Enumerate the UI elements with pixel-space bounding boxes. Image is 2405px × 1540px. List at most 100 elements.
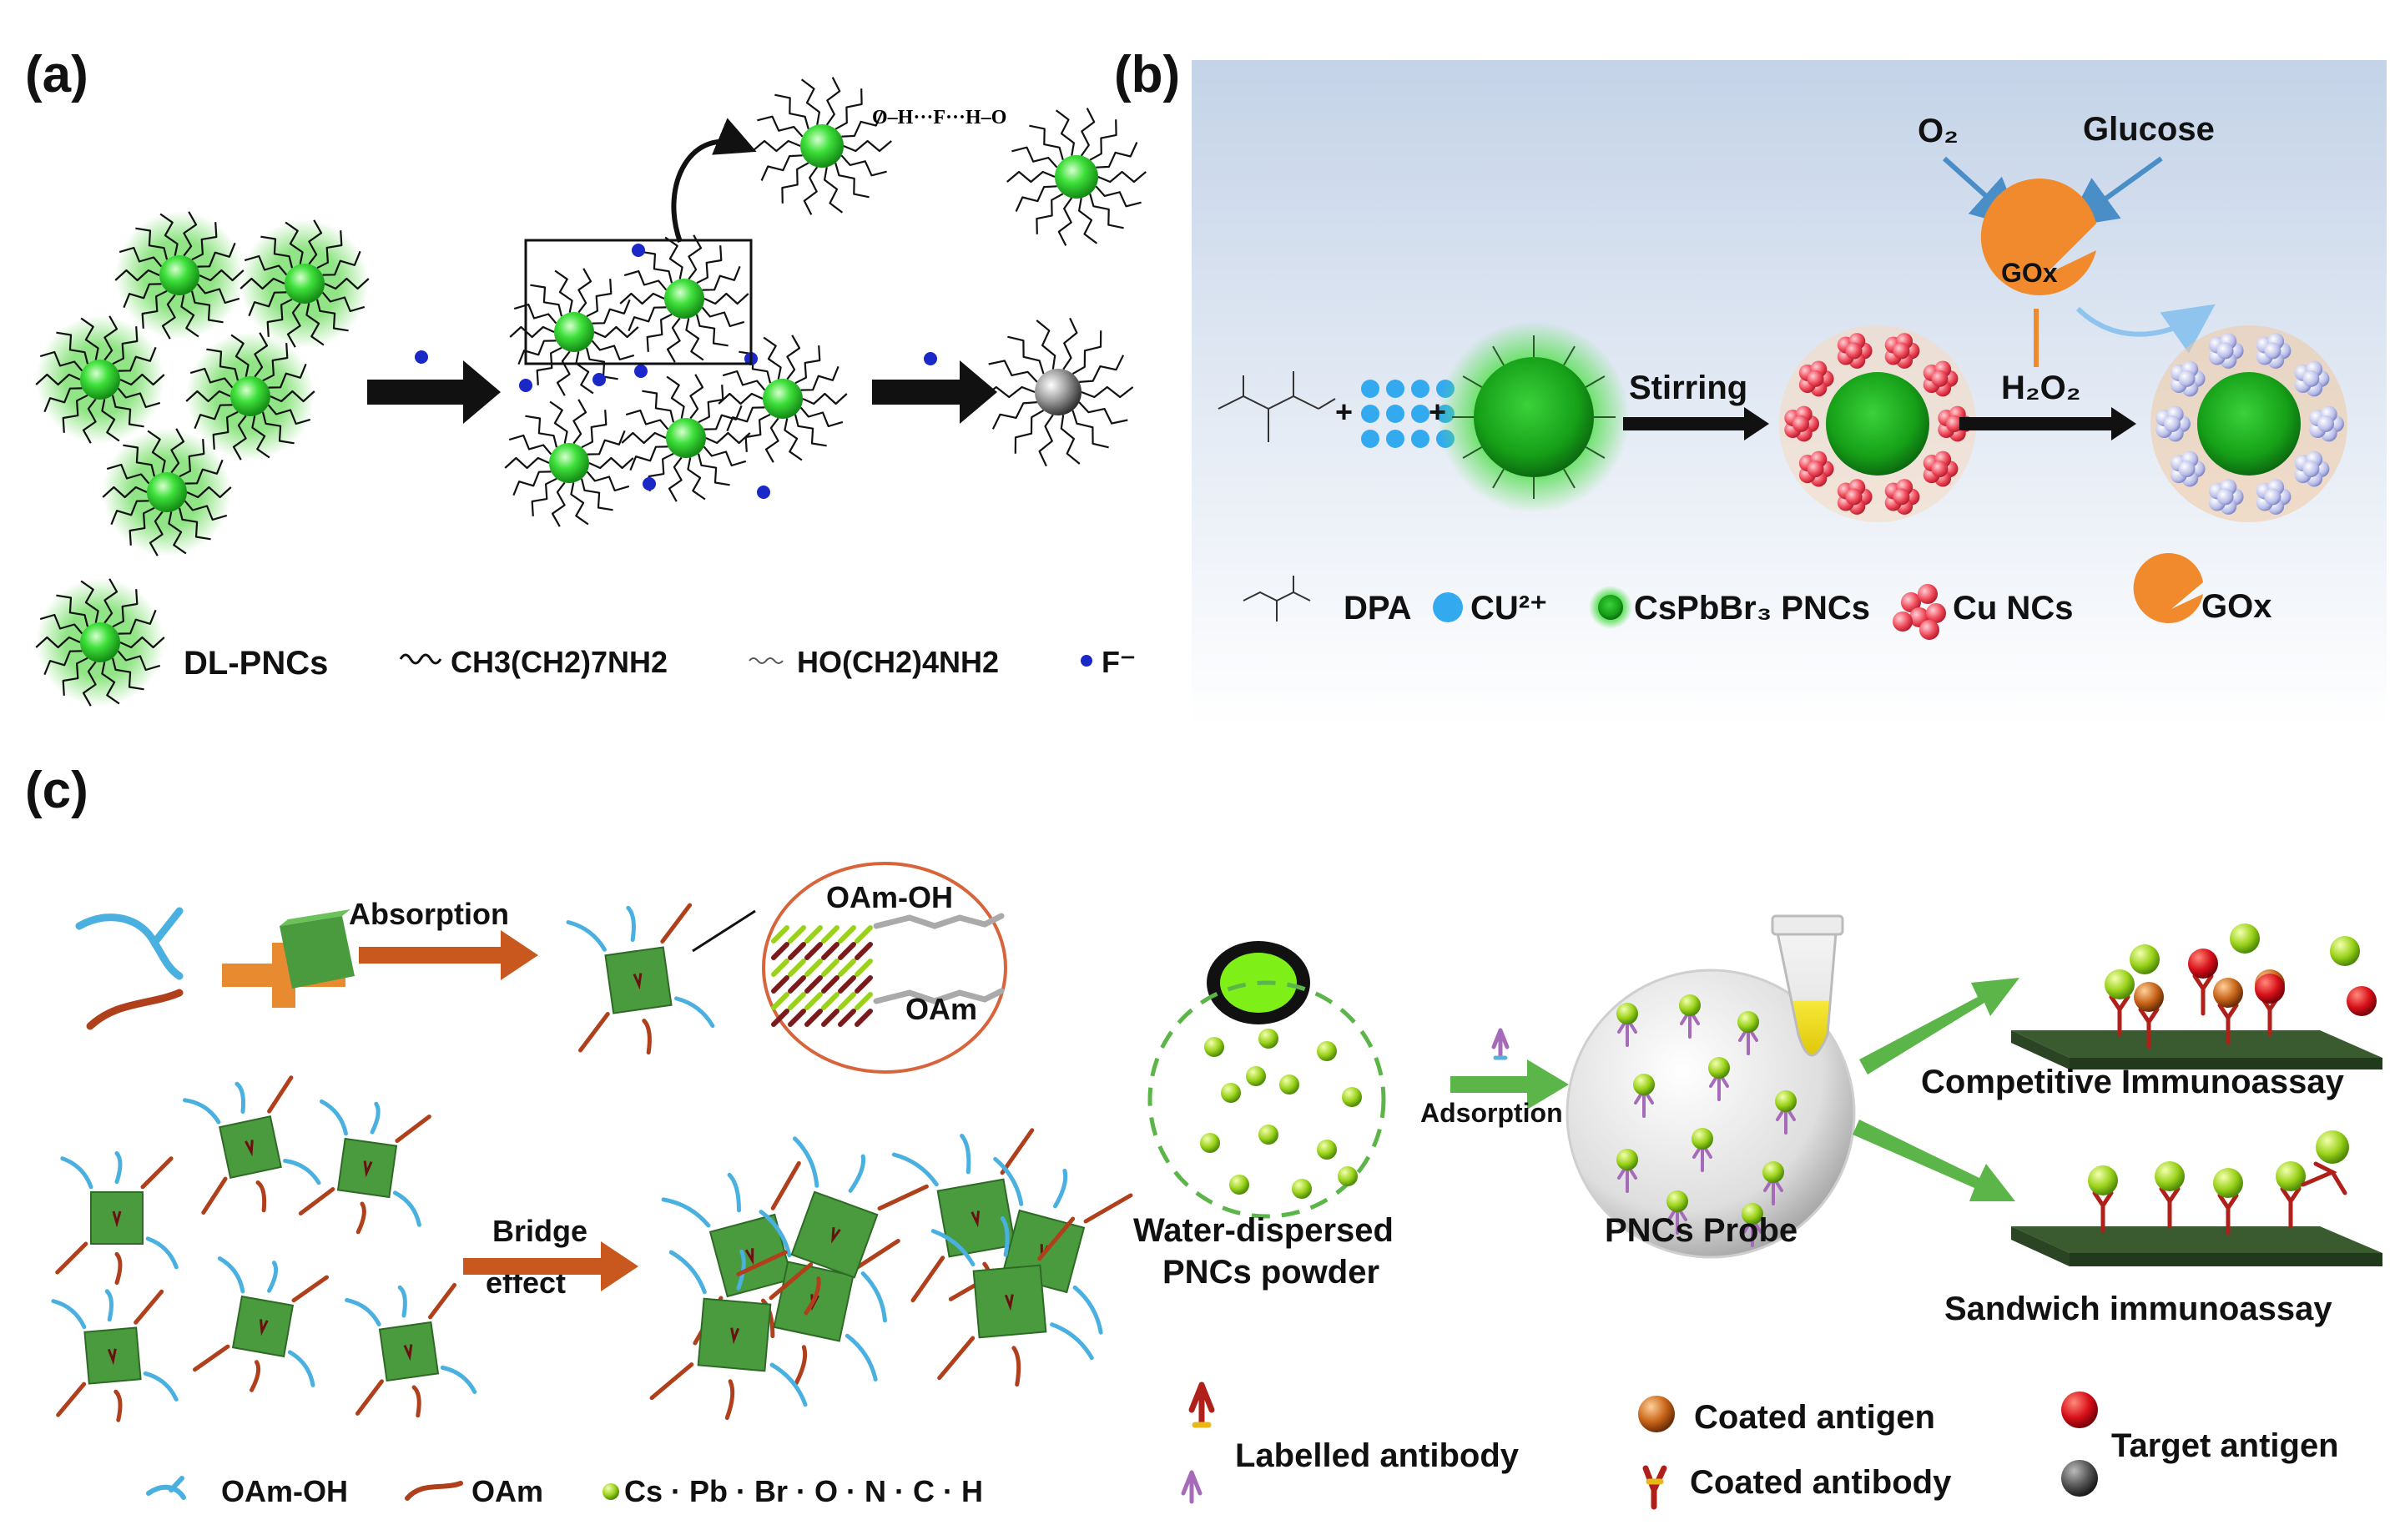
pnc-core (2197, 372, 2301, 476)
surface-ligand (1037, 1216, 1076, 1261)
ligand-chain (784, 418, 803, 461)
lattice-bond (804, 1009, 823, 1027)
antibody-stem (2217, 1193, 2239, 1236)
ligand-chain (588, 456, 634, 470)
arrow-sandwich (1853, 1120, 2015, 1201)
green-nanoparticle (159, 255, 199, 295)
legend-oam-line (405, 1481, 463, 1501)
ligand-chain (1095, 185, 1142, 208)
green-nanoparticle (80, 622, 120, 662)
ligand-chain (586, 279, 613, 318)
oam-oh-branch (150, 907, 184, 947)
ligand-chain (112, 589, 139, 628)
ligand-chain (593, 325, 639, 339)
sandwich-antigen (2276, 1161, 2306, 1191)
nanocluster-bead (2178, 370, 2196, 387)
ligand-chain (1071, 330, 1102, 375)
ligand-chain (316, 230, 343, 269)
pnc-particle (1204, 1037, 1224, 1057)
sandwich-antigen (2155, 1161, 2185, 1191)
ligand-chain (585, 347, 618, 380)
surface-ligand (930, 1229, 976, 1267)
legend-target-antigen: Target antigen (2111, 1427, 2339, 1464)
pnc-core (1474, 357, 1594, 477)
ligand-chain (786, 335, 801, 380)
ligand-chain (254, 332, 269, 378)
label-bridge: Bridge (492, 1214, 587, 1248)
legend-antibody-small-icon (1181, 1470, 1202, 1504)
green-nanoparticle (800, 124, 844, 168)
ligand-chain (260, 235, 294, 269)
ligand-chain (1080, 108, 1096, 157)
ligand-chain (802, 392, 848, 405)
ligand-chain (509, 325, 555, 339)
cu-ion (1411, 405, 1429, 423)
ligand-chain (118, 609, 157, 635)
lattice-bond (771, 925, 789, 944)
free-antigen (2230, 923, 2260, 954)
competitive-antigen (2134, 982, 2164, 1012)
ligand-chain (794, 414, 827, 447)
surface-ligand (860, 1271, 887, 1323)
sandwich-antigen (2213, 1168, 2243, 1198)
nanocluster-bead (1807, 370, 1824, 387)
ligand-chain (35, 373, 81, 386)
ligand-chain (1015, 185, 1057, 212)
ligand-chain (206, 348, 239, 381)
ligand-chain (703, 405, 743, 430)
surface-ligand (736, 1249, 746, 1291)
lattice-bond (855, 959, 873, 977)
green-nanoparticle (285, 264, 325, 304)
nanocluster-bead (1845, 342, 1863, 360)
ligand-chain (504, 456, 550, 470)
ligand-chain (623, 269, 668, 291)
carboxyl-ligand (1563, 345, 1576, 366)
ligand-chain (1062, 317, 1078, 370)
surface-ligand (345, 1297, 381, 1326)
zoom-ellipse (762, 862, 1007, 1074)
ligand-chain (80, 317, 99, 360)
green-nanoparticle (666, 418, 706, 458)
legend-labelled-antibody-icon (1188, 1381, 1215, 1428)
carboxyl-ligand (1563, 468, 1576, 489)
ligand-chain (517, 340, 557, 365)
surface-ligand (217, 1256, 245, 1294)
legend-target-red (2061, 1392, 2098, 1428)
green-nanoparticle (80, 360, 120, 400)
cu-nc-bead (1918, 584, 1938, 604)
antibody-ball (1666, 1190, 1688, 1212)
ligand-chain (843, 139, 892, 153)
surface-ligand (736, 1250, 788, 1276)
surface-ligand (298, 1187, 335, 1216)
green-nanoparticle (230, 376, 270, 416)
ligand-chain (1079, 355, 1125, 383)
legend-dlpncs: DL-PNCs (184, 645, 328, 682)
surface-ligand (960, 1134, 971, 1175)
pnc-particle (1279, 1074, 1299, 1095)
ligand-chain (825, 77, 841, 126)
arrow-glucose (2065, 156, 2163, 228)
legend-atoms: Cs · Pb · Br · O · N · C · H (624, 1474, 983, 1508)
ligand-chain (664, 236, 683, 279)
green-nanoparticle (147, 472, 187, 512)
ligand-chain (248, 291, 287, 317)
ligand-chain (1029, 124, 1064, 160)
ligand-chain (625, 409, 669, 430)
pnc-particle (1317, 1140, 1337, 1160)
ligand-chain (752, 139, 801, 153)
lattice-bond (838, 942, 856, 960)
zoom-pointer (692, 909, 756, 953)
fluoride-ion (757, 486, 770, 499)
ligand-chain (689, 374, 704, 420)
nanocluster-bead (1807, 460, 1824, 478)
ligand-chain (697, 453, 730, 486)
ligand-capped-cube (566, 903, 715, 1055)
antibody-ball (1692, 1128, 1713, 1150)
dpa-molecule (1218, 371, 1336, 442)
ligand-chain (184, 500, 228, 521)
grey-nanoparticle (1035, 369, 1081, 415)
ligand-chain (556, 350, 571, 396)
carboxyl-ligand (1462, 446, 1483, 459)
cube-core-mark (831, 1227, 841, 1244)
capped-nanoparticle (35, 315, 165, 444)
